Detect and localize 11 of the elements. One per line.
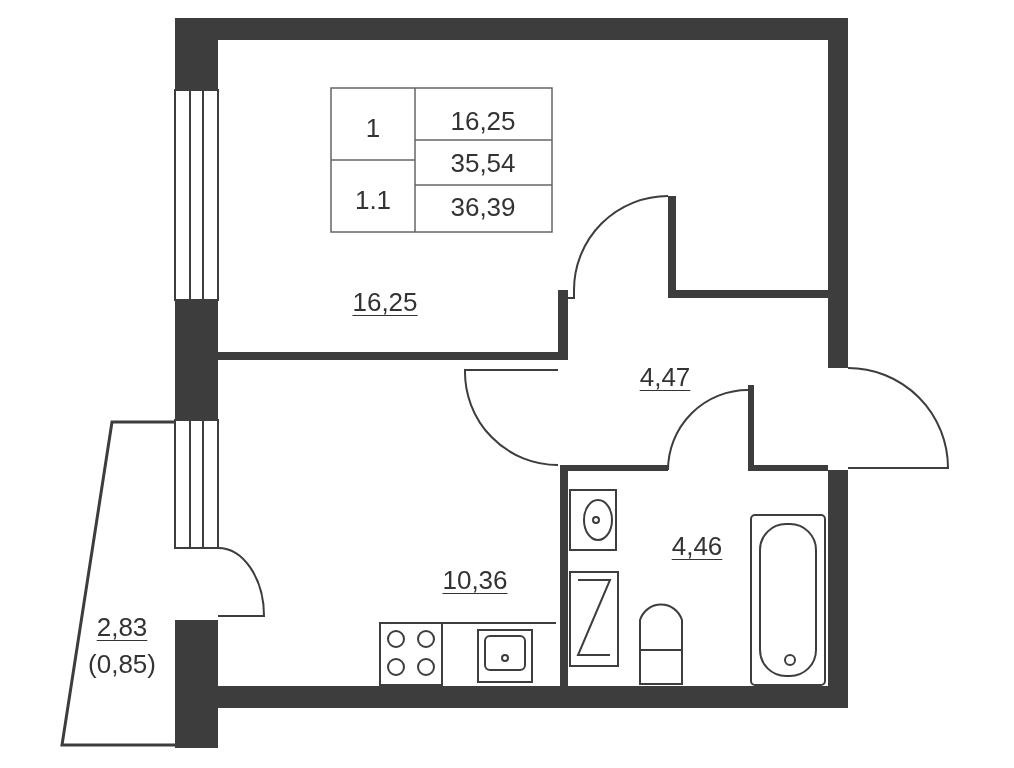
- table-cell: 36,39: [450, 194, 516, 220]
- table-cell: 1.1: [354, 187, 392, 213]
- table-cell: 16,25: [450, 108, 516, 134]
- room-area-label: 10,36: [442, 567, 508, 593]
- room-area-label: 2,83: [96, 614, 148, 640]
- table-cell: 35,54: [450, 150, 516, 176]
- room-area-label: 4,46: [671, 533, 723, 559]
- room-area-label: 4,47: [639, 364, 691, 390]
- room-area-label: 16,25: [352, 289, 418, 315]
- table-cell: 1: [365, 115, 381, 141]
- room-area-label: (0,85): [88, 651, 156, 677]
